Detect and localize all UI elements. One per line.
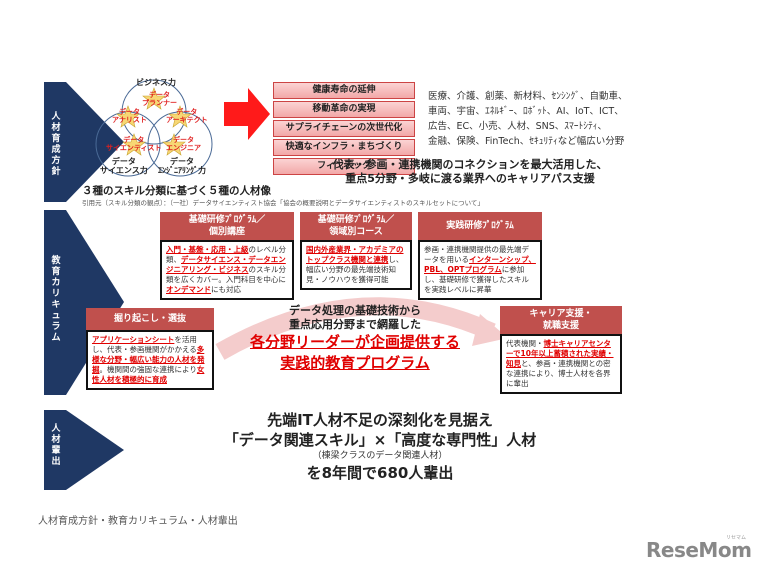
program-basic-individual: 基礎研修ﾌﾟﾛｸﾞﾗﾑ／ 個別講座 入門・基盤・応用・上級のレベル分類、データサ… [160,212,294,300]
career-line: 重点5分野・多岐に渡る業界へのキャリアパス支援 [345,172,595,185]
right-arrow-icon [224,88,270,140]
star-icon [168,105,192,128]
fields-line: 金融、保険、FinTech、ｾｷｭﾘﾃｨなど幅広い分野 [428,136,625,147]
star-label-analyst: データアナリスト [112,108,147,124]
program-recruit: 掘り起こし・選抜 アプリケーションシートを活用し、代表・参画機関がかかえる多様な… [86,308,214,390]
section-label-curriculum: 教育カリキュラム [51,256,61,343]
program-practical: 実践研修ﾌﾟﾛｸﾞﾗﾑ 参画・連携機関提供の最先端データを用いるインターンシップ… [418,212,542,300]
chevron-arrow-icon [44,82,124,202]
image-caption: 人材育成方針・教育カリキュラム・人材輩出 [38,516,238,527]
focus-area: 健康寿命の延伸 [273,82,415,99]
result-statement: 先端IT人材不足の深刻化を見据え 「データ関連スキル」×「高度な専門性」人材 （… [190,410,570,483]
chevron-arrow-icon [44,210,124,395]
program-body: アプリケーションシートを活用し、代表・参画機関がかかえる多様な分野・幅広い能力の… [86,330,214,390]
focus-areas-stack: 健康寿命の延伸 移動革命の実現 サプライチェーンの次世代化 快適なインフラ・まち… [273,82,415,177]
star-label-engineer: データエンジニア [166,136,201,152]
resemom-logo[interactable]: ReseMom [646,538,752,562]
star-label-planner: データプランナー [142,91,177,107]
center-line: データ処理の基礎技術から [289,304,421,317]
program-basic-domain: 基礎研修ﾌﾟﾛｸﾞﾗﾑ／ 領域別コース 国内外産業界・アカデミアのトップクラス機… [300,212,412,290]
focus-area: 快適なインフラ・まちづくり [273,139,415,156]
star-icon [122,133,146,156]
program-career: キャリア支援・ 就職支援 代表機関・博士キャリアセンターで10年以上蓄積された実… [500,306,622,394]
fields-line: 広告、EC、小売、人材、SNS、ｽﾏｰﾄｼﾃｨ、 [428,121,608,132]
star-icon [116,105,140,128]
center-headline: 各分野リーダーが企画提供する [249,333,460,351]
program-body: 入門・基盤・応用・上級のレベル分類、データサイエンス・データエンジニアリング・ビ… [160,240,294,300]
program-header: 実践研修ﾌﾟﾛｸﾞﾗﾑ [418,212,542,240]
venn-label-science: データ サイエンス力 [100,157,148,175]
venn-diagram [95,79,213,177]
center-message: データ処理の基礎技術から 重点応用分野まで網羅した 各分野リーダーが企画提供する… [225,304,485,374]
career-support-text: 代表・参画・連携機関のコネクションを最大活用した、 重点5分野・多岐に渡る業界へ… [300,158,640,186]
venn-label-business: ビジネス力 [136,78,176,87]
fields-line: 医療、介護、創薬、新材料、ｾﾝｼﾝｸﾞ、自動車、 [428,91,628,102]
venn-label-line: データ [111,157,136,166]
result-line: 「データ関連スキル」×「高度な専門性」人材 [223,431,537,449]
focus-area: 移動革命の実現 [273,101,415,118]
star-icon [162,133,186,156]
program-header: キャリア支援・ 就職支援 [500,306,622,334]
venn-label-line: データ [170,157,194,166]
fields-list: 医療、介護、創薬、新材料、ｾﾝｼﾝｸﾞ、自動車、 車両、宇宙、ｴﾈﾙｷﾞｰ、ﾛﾎ… [428,89,628,149]
venn-label-line: ｴﾝｼﾞﾆｱﾘﾝｸﾞ力 [158,166,206,175]
program-header: 基礎研修ﾌﾟﾛｸﾞﾗﾑ／ 個別講座 [160,212,294,240]
venn-label-engineering: データ ｴﾝｼﾞﾆｱﾘﾝｸﾞ力 [158,157,206,175]
section-chevron-curriculum: 教育カリキュラム [44,210,126,395]
venn-circle-business [121,79,187,145]
program-header: 掘り起こし・選抜 [86,308,214,330]
venn-caption: ３種のスキル分類に基づく５種の人材像 [82,185,271,197]
career-line: 代表・参画・連携機関のコネクションを最大活用した、 [332,158,608,171]
result-line: 先端IT人材不足の深刻化を見据え [267,411,493,429]
section-chevron-output: 人材輩出 [44,410,126,490]
resemom-logo-sub: リセマム [726,535,747,541]
section-chevron-policy: 人材育成方針 [44,82,126,202]
program-body: 国内外産業界・アカデミアのトップクラス機関と連携し、幅広い分野の最先端技術知見・… [300,240,412,290]
fields-line: 車両、宇宙、ｴﾈﾙｷﾞｰ、ﾛﾎﾞｯﾄ、AI、IoT、ICT、 [428,106,624,117]
program-body: 参画・連携機関提供の最先端データを用いるインターンシップ、PBL、OPTプログラ… [418,240,542,300]
star-label-architect: データアーキテクト [166,108,208,124]
focus-area: サプライチェーンの次世代化 [273,120,415,137]
chevron-arrow-icon [44,410,124,490]
star-icon [142,87,166,110]
center-headline: 実践的教育プログラム [280,354,430,372]
section-label-policy: 人材育成方針 [51,112,61,177]
program-header: 基礎研修ﾌﾟﾛｸﾞﾗﾑ／ 領域別コース [300,212,412,240]
program-body: 代表機関・博士キャリアセンターで10年以上蓄積された実績・知見と、参画・連携機関… [500,334,622,394]
citation: 引用元（スキル分類の観点）：（一社）データサイエンティスト協会「協会の概要説明と… [82,199,484,207]
focus-area: フィンテック [273,158,415,175]
venn-label-line: サイエンス力 [100,166,148,175]
result-line: を8年間で680人輩出 [306,464,454,482]
section-label-output: 人材輩出 [51,424,61,467]
curved-arrow-icon [215,297,508,360]
result-note: （棟梁クラスのデータ関連人材） [312,451,448,461]
star-label-scientist: データサイエンティスト [106,136,162,152]
center-line: 重点応用分野まで網羅した [289,318,421,331]
